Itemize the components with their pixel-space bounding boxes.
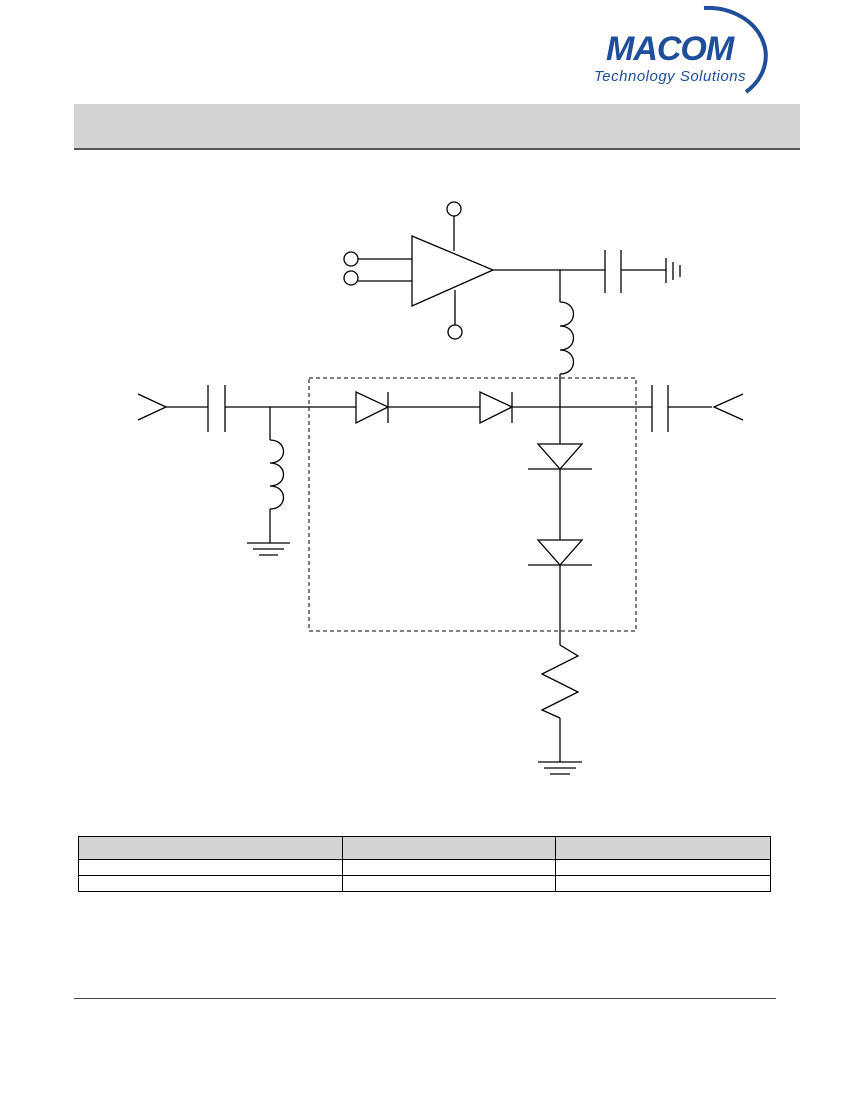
amp-supply-pin xyxy=(446,201,462,217)
table-header-cell xyxy=(78,836,343,860)
logo-tagline-text: Technology Solutions xyxy=(594,68,746,85)
rf-input-port xyxy=(137,393,168,421)
bias-inductor xyxy=(559,301,575,375)
amp-ground-pin xyxy=(447,324,463,340)
shunt-inductor xyxy=(269,439,285,510)
rf-output-port xyxy=(712,393,744,421)
series-diode-1 xyxy=(355,390,390,425)
amp-input-pin-b xyxy=(343,270,359,286)
table-header-row xyxy=(78,836,771,860)
logo-brand-text: MACOM xyxy=(606,30,735,68)
table-cell xyxy=(342,875,556,892)
table-cell xyxy=(78,875,343,892)
series-diode-2 xyxy=(479,390,514,425)
macom-logo: MACOM Technology Solutions xyxy=(584,0,774,96)
table-header-cell xyxy=(555,836,771,860)
device-outline xyxy=(308,377,637,632)
table-row xyxy=(78,875,771,892)
title-rule xyxy=(74,148,800,150)
parts-table xyxy=(78,836,771,892)
bias-resistor xyxy=(540,644,580,719)
shunt-diode-1 xyxy=(536,443,584,470)
table-cell xyxy=(342,859,556,876)
table-header-cell xyxy=(342,836,556,860)
title-band xyxy=(74,104,800,148)
logo-arc xyxy=(703,5,768,94)
macom-logo-graphic: MACOM Technology Solutions xyxy=(594,5,768,94)
shunt-diode-2 xyxy=(536,539,584,566)
footer-rule xyxy=(74,998,776,999)
driver-amplifier xyxy=(411,235,495,308)
table-cell xyxy=(555,859,771,876)
table-cell xyxy=(78,859,343,876)
table-cell xyxy=(555,875,771,892)
amp-input-pin-a xyxy=(343,251,359,267)
circuit-schematic xyxy=(137,201,744,775)
table-row xyxy=(78,859,771,876)
